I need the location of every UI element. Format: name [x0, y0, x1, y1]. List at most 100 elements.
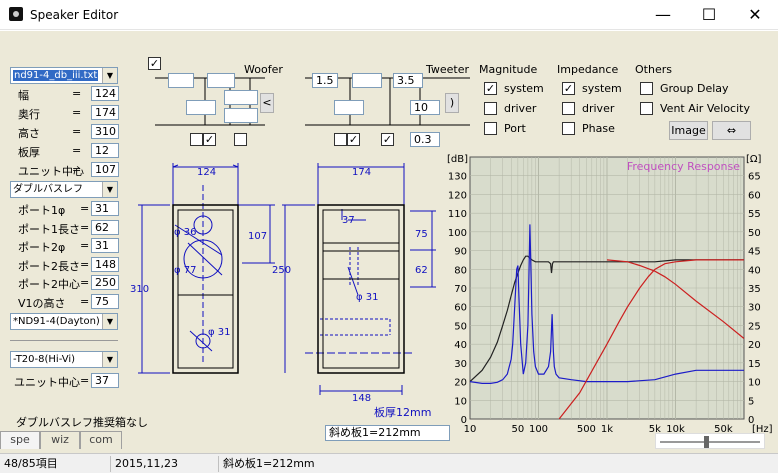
close-button[interactable]: ✕ [748, 5, 762, 24]
port2-length-label: 148 [352, 393, 371, 404]
tweeter-center-input[interactable]: 37 [91, 373, 119, 388]
tweeter-unit-combo[interactable]: -T20-8(Hi-Vi) ▼ [10, 351, 118, 368]
woofer-unit-value: *ND91-4(Dayton) [13, 316, 100, 327]
port-input[interactable]: 62 [91, 219, 119, 235]
woofer-network-button[interactable]: < [260, 93, 274, 113]
port-input[interactable]: 31 [91, 238, 119, 253]
app-icon [9, 7, 23, 21]
dimension-label: 板厚 [18, 146, 40, 159]
magnitude-label: Magnitude [479, 63, 538, 76]
port-input[interactable]: 31 [91, 201, 119, 216]
port-label: ポート2φ [18, 241, 66, 254]
others-option-checkbox[interactable] [640, 102, 653, 115]
chevron-down-icon: ▼ [102, 314, 117, 329]
y-right-tick-label: 25 [748, 321, 761, 332]
tab-spe[interactable]: spe [0, 431, 40, 449]
y-right-tick-label: 35 [748, 284, 761, 295]
port-input[interactable]: 75 [91, 293, 119, 309]
tweeter-network-button[interactable]: ) [445, 93, 459, 113]
minimize-button[interactable]: — [655, 5, 671, 24]
magnitude-option-label: driver [504, 102, 537, 115]
tweeter-r2-input[interactable]: 10 [410, 100, 440, 115]
tweeter-opt2-checkbox[interactable]: ✓ [347, 133, 360, 146]
tweeter-l1-input[interactable] [352, 73, 382, 88]
tweeter-atten-input[interactable]: 0.3 [410, 132, 440, 147]
impedance-option-checkbox[interactable] [562, 122, 575, 135]
y-left-tick-label: 110 [448, 209, 467, 220]
y-right-tick-label: 5 [748, 396, 754, 407]
woofer-opt3-checkbox[interactable] [234, 133, 247, 146]
equals-sign: = [72, 125, 82, 138]
v1-height-label: 75 [415, 229, 428, 240]
woofer-opt2-checkbox[interactable]: ✓ [203, 133, 216, 146]
y-left-tick-label: 80 [454, 265, 467, 276]
impedance-option-label: system [582, 82, 622, 95]
port-input[interactable]: 148 [91, 256, 119, 272]
tweeter-c1-input[interactable]: 1.5 [312, 73, 338, 88]
dimension-input[interactable]: 310 [91, 124, 119, 139]
tweeter-center-label: ユニット中心 [14, 376, 80, 389]
woofer-c1-input[interactable] [207, 73, 235, 88]
y-left-tick-label: 70 [454, 284, 467, 295]
y-right-tick-label: 50 [748, 228, 761, 239]
others-option-label: Group Delay [660, 82, 729, 95]
enclosure-type-combo[interactable]: ダブルバスレフ ▼ [10, 181, 118, 198]
dimension-input[interactable]: 174 [91, 105, 119, 120]
magnitude-option-checkbox[interactable] [484, 102, 497, 115]
y-right-tick-label: 45 [748, 247, 761, 258]
port-input[interactable]: 250 [91, 275, 119, 290]
status-bar: 48/85項目 2015,11,23 斜め板1=212mm [0, 453, 778, 473]
woofer-opt1-checkbox[interactable] [190, 133, 203, 146]
y-left-tick-label: 10 [454, 396, 467, 407]
tweeter-opt3-checkbox[interactable]: ✓ [381, 133, 394, 146]
image-button[interactable]: Image [669, 121, 708, 140]
magnitude-option-checkbox[interactable] [484, 122, 497, 135]
magnitude-option-label: system [504, 82, 544, 95]
port1-length-label: 62 [415, 265, 428, 276]
impedance-option-checkbox[interactable] [562, 102, 575, 115]
y-right-tick-label: 40 [748, 265, 761, 276]
others-option-checkbox[interactable] [640, 82, 653, 95]
tweeter-opt1-checkbox[interactable] [334, 133, 347, 146]
thickness-note: 板厚12mm [374, 405, 431, 419]
zoom-slider[interactable] [655, 433, 765, 449]
magnitude-option-checkbox[interactable]: ✓ [484, 82, 497, 95]
network-enable-checkbox[interactable]: ✓ [148, 57, 161, 70]
slant-board-field[interactable]: 斜め板1=212mm [325, 425, 450, 441]
driver-file-combo[interactable]: nd91-4_db_iii.txt ▼ [10, 67, 118, 84]
dimension-label: 高さ [18, 127, 40, 140]
impedance-option-checkbox[interactable]: ✓ [562, 82, 575, 95]
woofer-r1-input[interactable] [224, 90, 258, 105]
chart-title: Frequency Response [627, 160, 740, 173]
unit-center-dim-label: 107 [248, 231, 267, 242]
dimension-input[interactable]: 107 [91, 162, 119, 177]
x-tick-label: 5k [649, 424, 661, 435]
y-right-tick-label: 65 [748, 172, 761, 183]
woofer-l1-input[interactable] [168, 73, 194, 88]
equals-sign: = [80, 220, 90, 234]
slider-thumb[interactable] [704, 436, 709, 448]
side-port-diameter-label: φ 31 [356, 292, 379, 303]
woofer-unit-combo[interactable]: *ND91-4(Dayton) ▼ [10, 313, 118, 330]
impedance-option-label: Phase [582, 122, 615, 135]
port-label: ポート2中心 [18, 278, 80, 291]
chevron-down-icon: ▼ [102, 68, 117, 83]
tab-com[interactable]: com [80, 431, 122, 449]
chevron-down-icon: ▼ [102, 182, 117, 197]
dimension-input[interactable]: 124 [91, 86, 119, 101]
woofer-l2-input[interactable] [186, 100, 216, 115]
tab-wiz[interactable]: wiz [40, 431, 80, 449]
swap-button[interactable]: ⇔ [712, 121, 751, 140]
y-left-axis-label: [dB] [447, 154, 468, 165]
tweeter-r1-input[interactable] [334, 100, 364, 115]
equals-sign: = [80, 239, 90, 252]
equals-sign: = [80, 294, 90, 308]
x-axis-label: [Hz] [752, 424, 773, 435]
tweeter-c2-input[interactable]: 3.5 [393, 73, 423, 88]
dimension-label: 幅 [18, 89, 29, 102]
dimension-input[interactable]: 12 [91, 143, 119, 158]
port-label: ポート1長さ [18, 222, 80, 236]
woofer-c2-input[interactable] [224, 108, 258, 123]
y-right-tick-label: 0 [748, 415, 754, 426]
maximize-button[interactable]: ☐ [701, 5, 717, 24]
